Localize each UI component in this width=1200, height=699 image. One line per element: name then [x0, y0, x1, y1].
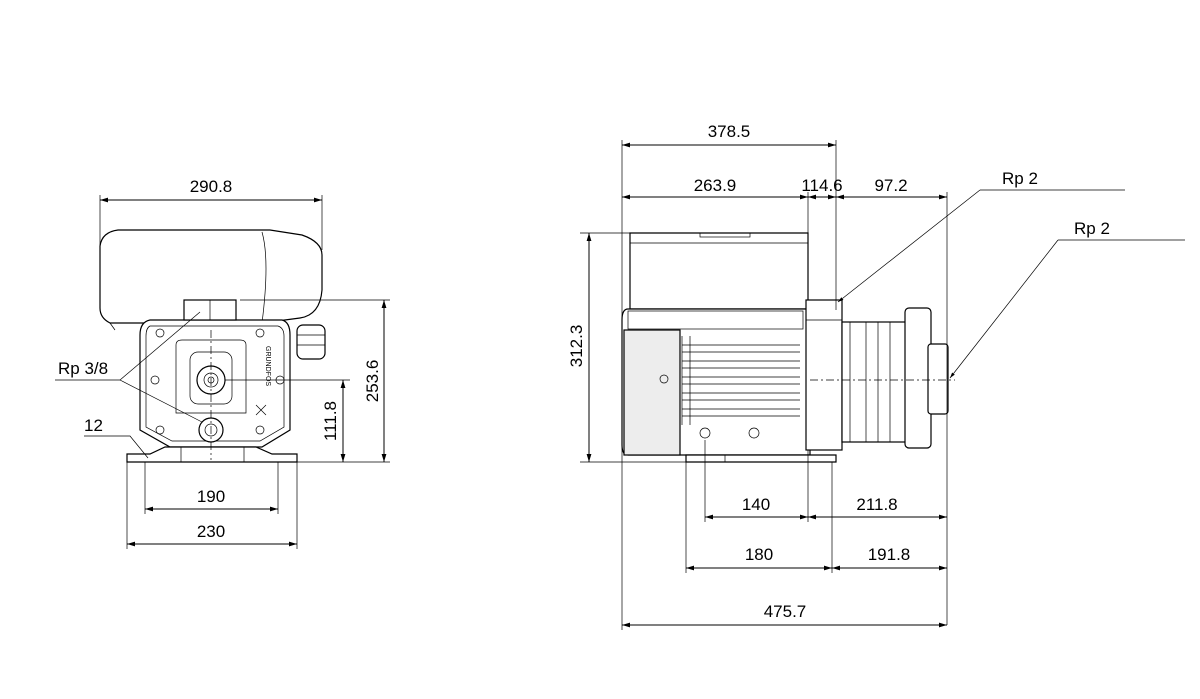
dim-side-pump-length: 97.2 [874, 176, 907, 195]
dim-side-length-total: 475.7 [764, 602, 807, 621]
side-inlet-port [927, 343, 949, 415]
dim-front-foot-thickness: 12 [84, 416, 103, 435]
side-controller-box [629, 232, 809, 310]
side-base [685, 454, 837, 463]
side-flange [805, 299, 843, 451]
dim-side-foot-length: 180 [745, 545, 773, 564]
side-outlet-label: Rp 2 [1002, 169, 1038, 188]
dim-side-foot-holes: 140 [742, 495, 770, 514]
dim-front-foot-width: 230 [197, 522, 225, 541]
front-base-feet [126, 446, 298, 463]
dim-front-outlet-height: 111.8 [321, 401, 340, 441]
front-brand-text: GRUNDFOS [264, 346, 271, 386]
dim-side-length-top: 378.5 [708, 122, 751, 141]
dim-side-inlet-offset: 191.8 [868, 545, 911, 564]
dim-front-height: 253.6 [363, 360, 382, 403]
dim-front-foot-holes: 190 [197, 487, 225, 506]
dim-side-foot-to-inlet: 211.8 [856, 495, 897, 514]
dim-front-width: 290.8 [190, 177, 233, 196]
dim-side-height: 312.3 [567, 325, 586, 368]
side-view [621, 232, 955, 463]
dim-side-motor-length: 263.9 [694, 176, 737, 195]
side-inlet-label: Rp 2 [1074, 219, 1110, 238]
cable-gland [296, 324, 326, 360]
dim-side-flange: 114.6 [801, 176, 842, 195]
front-view: GRUNDFOS [99, 229, 326, 463]
side-pump-body [841, 321, 907, 443]
front-port-label: Rp 3/8 [58, 359, 108, 378]
